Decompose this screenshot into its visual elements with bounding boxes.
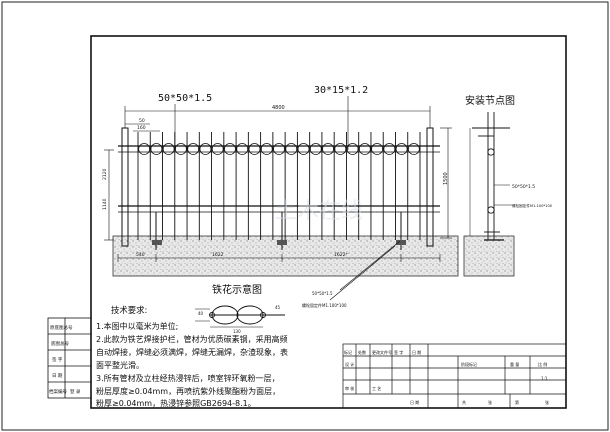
ornament-ring xyxy=(260,143,273,155)
title-header: 标记 处数 更改文件号 签 字 日 期 xyxy=(344,349,421,355)
note-line-4: 面平整光滑。 xyxy=(96,360,144,370)
left-row-2: 底图总号 xyxy=(51,340,69,347)
node-detail-title: 安装节点图 xyxy=(465,94,515,107)
base-mid-label: 1622 xyxy=(212,252,224,258)
tb-scale-value: 1:1 xyxy=(541,376,548,381)
tb-approve: 日 期 xyxy=(410,399,419,405)
tb-bottom-2: 张 xyxy=(488,399,492,405)
title-block xyxy=(342,343,567,409)
left-footer-right: 登 录 xyxy=(70,388,81,395)
ornament-ring xyxy=(248,143,261,155)
ornament-dim-right: 45 xyxy=(275,305,281,310)
node-post-label: 50*50*1.5 xyxy=(512,184,535,190)
base-left-label: 540 xyxy=(136,252,145,258)
ornament-ring xyxy=(187,143,200,155)
ornament-ring xyxy=(309,143,322,155)
node-fixture-label: 螺栓固定件M1.100*100 xyxy=(512,203,553,208)
tb-process: 工 艺 xyxy=(372,386,381,391)
post-size-label: 50*50*1.5 xyxy=(158,93,212,104)
ornament-ring xyxy=(285,143,298,155)
ornament-ring xyxy=(407,143,420,155)
ornament-ring xyxy=(236,143,249,155)
note-line-7: 粉厚≥0.04mm，热浸锌参照GB2694-8.1。 xyxy=(96,398,256,408)
drawing-frame xyxy=(90,35,567,409)
tb-stage: 阶段标记 xyxy=(461,361,477,367)
bar-size-label: 30*15*1.2 xyxy=(314,85,368,96)
ornament-ring xyxy=(273,143,285,155)
left-row-4: 日 期 xyxy=(52,373,63,379)
dimension-lines xyxy=(104,96,452,301)
left-info-table xyxy=(47,317,92,399)
tb-weight: 重 量 xyxy=(510,361,519,367)
tb-review: 审 核 xyxy=(345,385,354,391)
top-offset-label: 50 xyxy=(139,118,145,124)
height-label: 1500 xyxy=(443,172,449,185)
node-detail-drawing xyxy=(469,112,512,241)
fence-pickets xyxy=(137,132,421,240)
bottom-height-label: 1140 xyxy=(102,198,108,210)
tb-scale-header: 比 例 xyxy=(538,361,547,367)
ornament-ring xyxy=(224,143,236,155)
ornament-ring xyxy=(138,143,151,155)
ornament-ring xyxy=(150,143,163,155)
ornament-ring xyxy=(162,143,175,155)
side-offset-label: 160 xyxy=(137,125,146,131)
ornament-title: 铁花示意图 xyxy=(212,283,262,296)
tb-header-1: 标记 xyxy=(344,349,352,355)
left-gap-label: 2120 xyxy=(102,168,108,180)
base-mid2-label: 1622* xyxy=(334,252,348,258)
tb-header-4: 签 字 xyxy=(394,349,403,355)
notes-heading: 技术要求: xyxy=(111,305,147,315)
ornament-ring xyxy=(174,143,187,155)
tb-bottom-4: 张 xyxy=(545,399,549,405)
ornament-ring xyxy=(322,143,334,155)
note-line-5: 3.所有管材及立柱经热浸锌后，喷室锌环氧粉一层， xyxy=(96,373,280,383)
foot-label-2: 螺栓固定件M1.100*100 xyxy=(302,302,347,308)
ornament-drawing xyxy=(195,305,285,328)
ornament-ring xyxy=(199,143,212,155)
note-line-6: 粉层厚度≥0.04mm，再喷抗紫外线聚酯粉为面层， xyxy=(96,386,280,396)
tb-header-2: 处数 xyxy=(358,349,366,355)
watermark: 土木在线 xyxy=(275,199,363,224)
node-ground-hatch xyxy=(463,235,515,277)
tb-header-5: 日 期 xyxy=(412,349,421,355)
base-plates xyxy=(152,240,406,245)
ornament-dim-bottom: 130 xyxy=(233,329,241,334)
fence-elevation xyxy=(118,127,440,250)
left-row-1: 原底图总号 xyxy=(50,324,73,331)
ornament-ring xyxy=(334,143,347,155)
left-row-3: 签 字 xyxy=(52,356,63,363)
left-footer-left: 档案编号 xyxy=(49,388,67,395)
ornament-ring xyxy=(346,143,359,155)
tb-header-3: 更改文件号 xyxy=(372,349,392,355)
note-line-3: 自动焊接，焊缝必须满焊，焊缝无漏焊，杂渣现象，表 xyxy=(96,347,288,357)
ornament-dim-left: 40 xyxy=(198,311,204,316)
tb-design: 设 计 xyxy=(345,361,354,367)
notes-lines: 1.本图中以毫米为单位; 2.此款为铁艺焊接护栏，管材为优质碳素钢，采用高频 自… xyxy=(96,321,288,408)
ornament-ring xyxy=(371,143,384,155)
ornament-ring xyxy=(383,143,396,155)
ornament-ring xyxy=(297,143,310,155)
foot-label: 50*50*1.5 xyxy=(312,291,333,296)
tb-bottom-3: 第 xyxy=(515,399,519,405)
overall-length-label: 4800 xyxy=(272,105,285,111)
tb-bottom-1: 共 xyxy=(462,399,466,405)
fence-top-ornaments xyxy=(138,143,420,155)
ornament-ring xyxy=(395,143,408,155)
note-line-1: 1.本图中以毫米为单位; xyxy=(96,321,178,331)
ornament-ring xyxy=(211,143,224,155)
note-line-2: 2.此款为铁艺焊接护栏，管材为优质碳素钢，采用高频 xyxy=(96,334,288,344)
ornament-ring xyxy=(358,143,371,155)
